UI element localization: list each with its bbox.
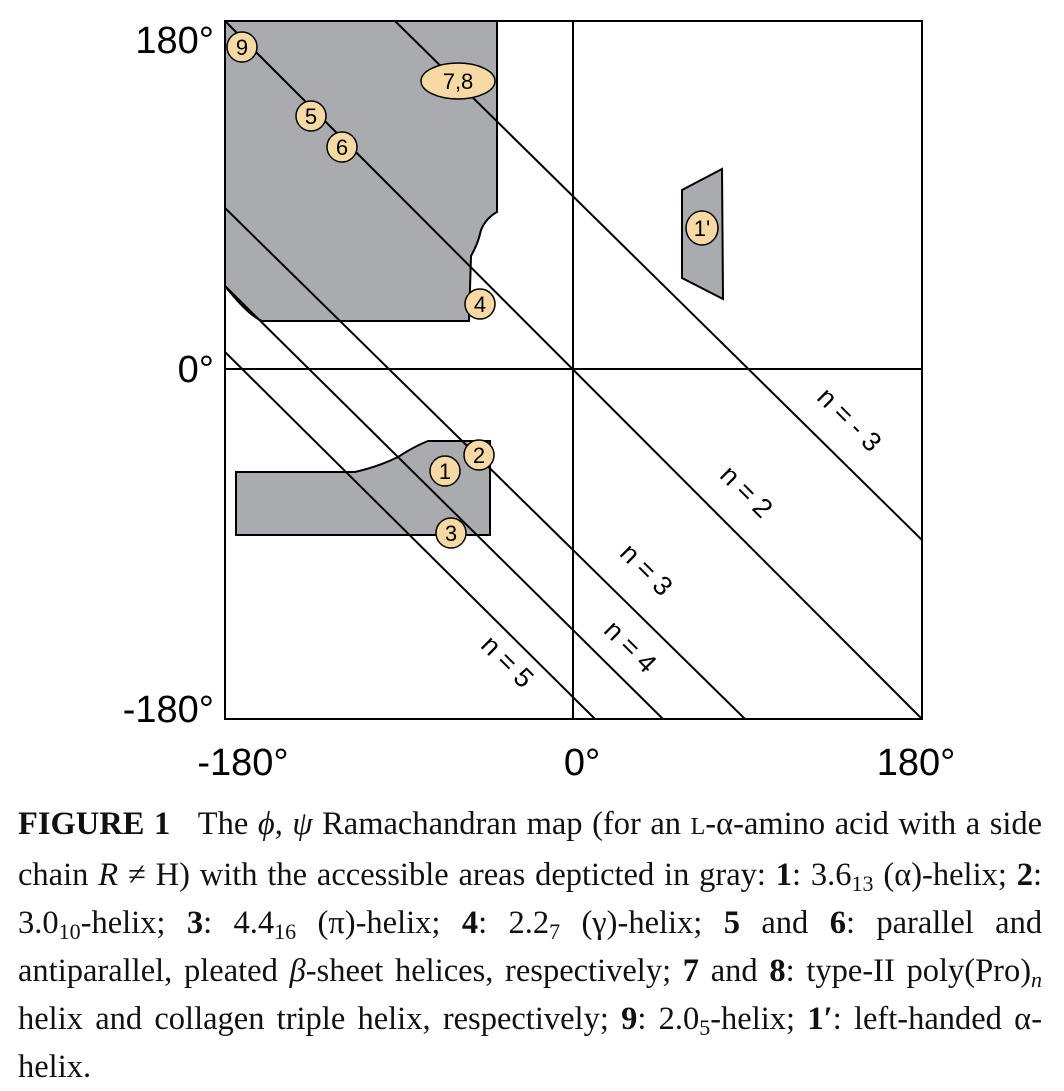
- subscript: 10: [58, 919, 81, 944]
- marker-9: 9: [226, 31, 258, 63]
- phi-symbol: ϕ: [257, 806, 275, 842]
- caption-text: The: [197, 806, 249, 842]
- beta-symbol: β: [289, 953, 306, 989]
- item-number: 1′: [807, 1001, 833, 1037]
- label-n-3: n = 3: [614, 538, 678, 602]
- subscript: 7: [549, 919, 561, 944]
- ramachandran-map: 180° 0° -180° -180° 0° 180° n = - 3 n = …: [123, 20, 956, 784]
- y-tick-minus-180: -180°: [123, 689, 214, 731]
- caption-text: : 3.6: [792, 857, 852, 893]
- caption-text: ,: [274, 806, 283, 842]
- y-tick-0: 0°: [178, 349, 214, 391]
- caption-text: -α-amino acid with a side chain: [18, 806, 1043, 893]
- label-n-2: n = 2: [714, 460, 778, 524]
- item-number: 1: [775, 857, 793, 893]
- caption-text: : 2.2: [478, 905, 550, 941]
- figure-caption: FIGURE 1 The ϕ, ψ Ramachandran map (for …: [18, 800, 1042, 1091]
- psi-symbol: ψ: [292, 806, 313, 842]
- caption-text: -helix;: [80, 905, 166, 941]
- item-number: 2: [1016, 857, 1033, 893]
- item-number: 5: [723, 905, 740, 941]
- neq-symbol: ≠: [127, 857, 146, 893]
- marker-1: 1: [429, 455, 461, 487]
- svg-text:5: 5: [305, 104, 317, 129]
- caption-text: -helix;: [710, 1001, 796, 1037]
- figure-label: FIGURE 1: [18, 806, 171, 842]
- caption-text: : 3.0: [18, 857, 1043, 941]
- caption-text: and: [710, 953, 758, 989]
- caption-text: : left-handed α-helix.: [18, 1001, 1043, 1085]
- marker-2: 2: [463, 439, 495, 471]
- svg-text:3: 3: [445, 521, 457, 546]
- item-number: 4: [461, 905, 479, 941]
- x-tick-0: 0°: [564, 742, 600, 784]
- caption-text: and: [761, 905, 809, 941]
- caption-text: : 4.4: [203, 905, 275, 941]
- item-number: 7: [682, 953, 700, 989]
- svg-text:1: 1: [439, 459, 451, 484]
- subscript: n: [1031, 967, 1043, 992]
- caption-text: -sheet helices, respectively;: [305, 953, 672, 989]
- line-n-minus-3: [394, 21, 922, 541]
- item-number: 6: [829, 905, 846, 941]
- caption-text: : 2.0: [637, 1001, 700, 1037]
- marker-1-prime: 1': [685, 210, 719, 246]
- line-n-5: [225, 351, 596, 719]
- caption-text: : type-II poly(Pro): [785, 953, 1032, 989]
- label-n-5: n = 5: [475, 630, 539, 694]
- label-n-4: n = 4: [598, 615, 662, 679]
- item-number: 3: [186, 905, 204, 941]
- caption-text: : parallel and antiparallel, pleated: [18, 905, 1043, 989]
- caption-paragraph: FIGURE 1 The ϕ, ψ Ramachandran map (for …: [18, 800, 1042, 1091]
- marker-3: 3: [435, 517, 467, 549]
- svg-text:9: 9: [236, 35, 248, 60]
- line-n-4: [225, 285, 664, 719]
- upper-left-region: [224, 20, 498, 322]
- subscript: 16: [274, 919, 297, 944]
- x-tick-180: 180°: [877, 742, 956, 784]
- subscript: 5: [699, 1015, 711, 1040]
- item-number: 8: [769, 953, 786, 989]
- l-prefix: L: [690, 814, 706, 840]
- svg-text:2: 2: [473, 443, 485, 468]
- marker-5: 5: [295, 100, 327, 132]
- svg-text:6: 6: [336, 135, 348, 160]
- caption-text: (π)-helix;: [317, 905, 441, 941]
- marker-4: 4: [464, 288, 496, 320]
- svg-text:1': 1': [694, 216, 710, 241]
- marker-6: 6: [326, 131, 358, 163]
- subscript: 13: [851, 871, 874, 896]
- marker-7-8: 7,8: [420, 62, 496, 100]
- r-symbol: R: [98, 857, 119, 893]
- caption-text: Ramachandran map (for an: [322, 806, 682, 842]
- caption-text: H) with the accessible areas depticted i…: [155, 857, 766, 893]
- caption-text: (γ)-helix;: [581, 905, 703, 941]
- markers: 9 7,8 5 6 1' 4 2 1: [226, 31, 719, 549]
- caption-text: helix and collagen triple helix, respect…: [18, 1001, 609, 1037]
- svg-text:7,8: 7,8: [443, 69, 474, 94]
- y-tick-180: 180°: [135, 20, 214, 62]
- plot-frame: [224, 20, 923, 720]
- caption-text: (α)-helix;: [883, 857, 1007, 893]
- svg-text:4: 4: [474, 292, 486, 317]
- label-n-minus-3: n = - 3: [811, 382, 887, 458]
- item-number: 9: [621, 1001, 638, 1037]
- x-tick-minus-180: -180°: [197, 742, 288, 784]
